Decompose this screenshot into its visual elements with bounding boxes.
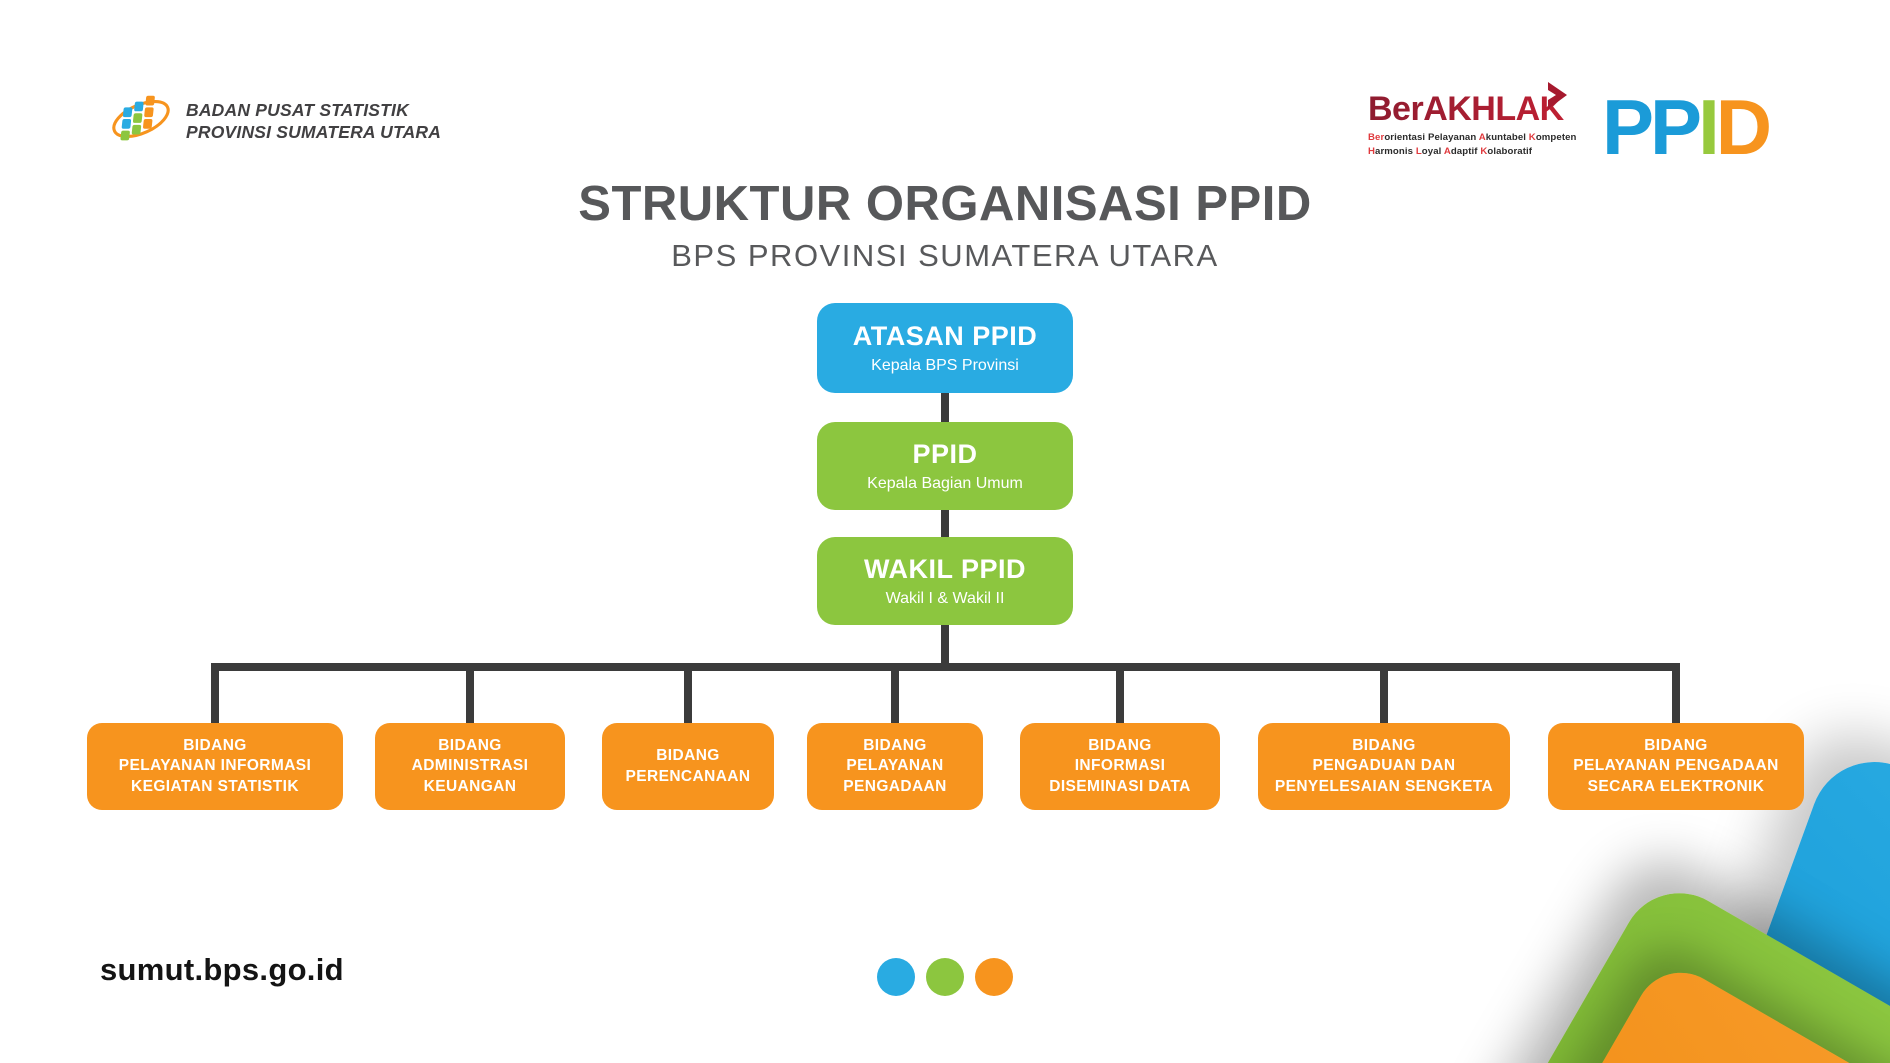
connector-drop-3 bbox=[684, 665, 692, 725]
ppid-logo-letter-i: I bbox=[1698, 83, 1720, 171]
footer-dots bbox=[0, 958, 1890, 996]
berakhlak-tagline-2: Harmonis Loyal Adaptif Kolaboratif bbox=[1368, 145, 1533, 157]
org-node-ppid: PPID Kepala Bagian Umum bbox=[817, 422, 1073, 510]
connector-drop-6 bbox=[1380, 665, 1388, 725]
berakhlak-arrow-icon bbox=[1546, 82, 1568, 115]
bps-org-line2: PROVINSI SUMATERA UTARA bbox=[186, 121, 442, 142]
org-node-bidang-2: BIDANG ADMINISTRASI KEUANGAN bbox=[375, 723, 565, 810]
bps-org-line1: BADAN PUSAT STATISTIK bbox=[186, 99, 409, 120]
berakhlak-tagline-1: Berorientasi Pelayanan Akuntabel Kompete… bbox=[1368, 132, 1577, 143]
org-node-wakil-ppid: WAKIL PPID Wakil I & Wakil II bbox=[817, 537, 1073, 625]
org-node-atasan-ppid: ATASAN PPID Kepala BPS Provinsi bbox=[817, 303, 1073, 393]
bps-brand: BADAN PUSAT STATISTIK PROVINSI SUMATERA … bbox=[110, 90, 441, 153]
website-url: sumut.bps.go.id bbox=[100, 952, 344, 987]
footer-dot-blue bbox=[877, 958, 915, 996]
footer-dot-green bbox=[926, 958, 964, 996]
bidang-6-label: BIDANG PENGADUAN DAN PENYELESAIAN SENGKE… bbox=[1274, 737, 1494, 795]
connector-atasan-ppid bbox=[941, 391, 949, 424]
org-node-wakil-title: WAKIL PPID bbox=[863, 554, 1027, 584]
bidang-2-label: BIDANG ADMINISTRASI KEUANGAN bbox=[411, 737, 529, 795]
connector-wakil-bar bbox=[941, 623, 949, 665]
connector-drop-7 bbox=[1672, 665, 1680, 725]
org-node-wakil-subtitle: Wakil I & Wakil II bbox=[885, 590, 1005, 607]
connector-drop-4 bbox=[891, 665, 899, 725]
bps-logo-icon bbox=[110, 90, 172, 153]
org-node-bidang-6: BIDANG PENGADUAN DAN PENYELESAIAN SENGKE… bbox=[1258, 723, 1510, 810]
bidang-5-label: BIDANG INFORMASI DISEMINASI DATA bbox=[1049, 737, 1191, 795]
connector-horizontal-bar bbox=[211, 663, 1680, 671]
page-subtitle: BPS PROVINSI SUMATERA UTARA bbox=[671, 238, 1219, 273]
org-node-bidang-1: BIDANG PELAYANAN INFORMASI KEGIATAN STAT… bbox=[87, 723, 343, 810]
org-node-ppid-subtitle: Kepala Bagian Umum bbox=[867, 475, 1023, 492]
connector-drop-2 bbox=[466, 665, 474, 725]
berakhlak-logo: BerAKHLAK Berorientasi Pelayanan Akuntab… bbox=[1368, 82, 1578, 159]
org-node-bidang-7: BIDANG PELAYANAN PENGADAAN SECARA ELEKTR… bbox=[1548, 723, 1804, 810]
org-node-atasan-title: ATASAN PPID bbox=[852, 321, 1038, 351]
org-node-bidang-3: BIDANG PERENCANAAN bbox=[602, 723, 774, 810]
ppid-logo-letter-d: D bbox=[1715, 83, 1772, 171]
ppid-logo-letter-p1: P bbox=[1602, 83, 1654, 171]
bidang-1-label: BIDANG PELAYANAN INFORMASI KEGIATAN STAT… bbox=[118, 737, 312, 795]
footer-dot-orange bbox=[975, 958, 1013, 996]
connector-drop-5 bbox=[1116, 665, 1124, 725]
bps-brand-text: BADAN PUSAT STATISTIK PROVINSI SUMATERA … bbox=[186, 100, 441, 144]
berakhlak-wordmark: BerAKHLAK bbox=[1368, 92, 1578, 126]
org-node-ppid-title: PPID bbox=[912, 439, 978, 469]
bidang-3-label: BIDANG PERENCANAAN bbox=[625, 747, 751, 785]
page-title: STRUKTUR ORGANISASI PPID bbox=[578, 177, 1312, 231]
bidang-4-label: BIDANG PELAYANAN PENGADAAN bbox=[843, 737, 947, 795]
bidang-7-label: BIDANG PELAYANAN PENGADAAN SECARA ELEKTR… bbox=[1573, 737, 1779, 795]
org-node-bidang-5: BIDANG INFORMASI DISEMINASI DATA bbox=[1020, 723, 1220, 810]
connector-drop-1 bbox=[211, 665, 219, 725]
ppid-logo: P P I D bbox=[1602, 76, 1802, 166]
connector-ppid-wakil bbox=[941, 508, 949, 539]
org-node-bidang-4: BIDANG PELAYANAN PENGADAAN bbox=[807, 723, 983, 810]
org-node-atasan-subtitle: Kepala BPS Provinsi bbox=[871, 357, 1019, 374]
ppid-logo-letter-p2: P bbox=[1650, 83, 1702, 171]
